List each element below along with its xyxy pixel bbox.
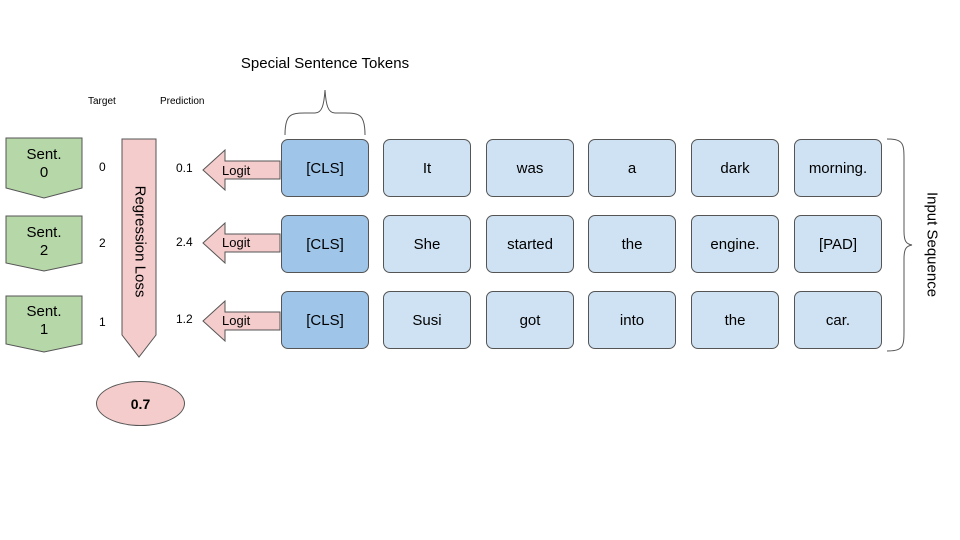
right-brace-icon bbox=[886, 138, 913, 352]
token-1-0: [CLS] bbox=[281, 215, 369, 273]
target-1: 2 bbox=[99, 236, 106, 250]
sentence-label-2: Sent.1 bbox=[26, 303, 62, 338]
sentence-shapes bbox=[5, 137, 83, 353]
target-0: 0 bbox=[99, 160, 106, 174]
regression-loss-arrow bbox=[121, 138, 157, 358]
token-2-1: Susi bbox=[383, 291, 471, 349]
top-brace-icon bbox=[284, 89, 366, 136]
prediction-header: Prediction bbox=[160, 96, 205, 107]
target-2: 1 bbox=[99, 315, 106, 329]
token-1-3: the bbox=[588, 215, 676, 273]
token-1-2: started bbox=[486, 215, 574, 273]
sentence-shape-2 bbox=[5, 295, 83, 353]
prediction-1: 2.4 bbox=[176, 235, 193, 249]
token-0-3: a bbox=[588, 139, 676, 197]
token-1-5: [PAD] bbox=[794, 215, 882, 273]
token-2-0: [CLS] bbox=[281, 291, 369, 349]
token-0-1: It bbox=[383, 139, 471, 197]
diagram-title: Special Sentence Tokens bbox=[240, 55, 410, 72]
token-0-0: [CLS] bbox=[281, 139, 369, 197]
token-0-5: morning. bbox=[794, 139, 882, 197]
logit-arrow-1 bbox=[202, 221, 281, 265]
target-header: Target bbox=[88, 96, 116, 107]
loss-value: 0.7 bbox=[96, 381, 185, 426]
regression-loss-label: Regression Loss bbox=[131, 185, 149, 298]
logit-label-1: Logit bbox=[222, 235, 251, 250]
prediction-2: 1.2 bbox=[176, 312, 193, 326]
logit-arrows bbox=[202, 148, 281, 343]
sentence-label-1: Sent.2 bbox=[26, 224, 62, 259]
sentence-label-0: Sent.0 bbox=[26, 146, 62, 181]
logit-arrow-2 bbox=[202, 299, 281, 343]
logit-label-0: Logit bbox=[222, 163, 251, 178]
sentence-shape-1 bbox=[5, 215, 83, 272]
logit-label-2: Logit bbox=[222, 313, 251, 328]
token-1-1: She bbox=[383, 215, 471, 273]
sentence-shape-0 bbox=[5, 137, 83, 199]
token-2-5: car. bbox=[794, 291, 882, 349]
token-2-2: got bbox=[486, 291, 574, 349]
token-0-4: dark bbox=[691, 139, 779, 197]
token-2-4: the bbox=[691, 291, 779, 349]
input-sequence-label: Input Sequence bbox=[923, 191, 941, 298]
prediction-0: 0.1 bbox=[176, 161, 193, 175]
token-1-4: engine. bbox=[691, 215, 779, 273]
token-0-2: was bbox=[486, 139, 574, 197]
logit-arrow-0 bbox=[202, 148, 281, 192]
token-2-3: into bbox=[588, 291, 676, 349]
